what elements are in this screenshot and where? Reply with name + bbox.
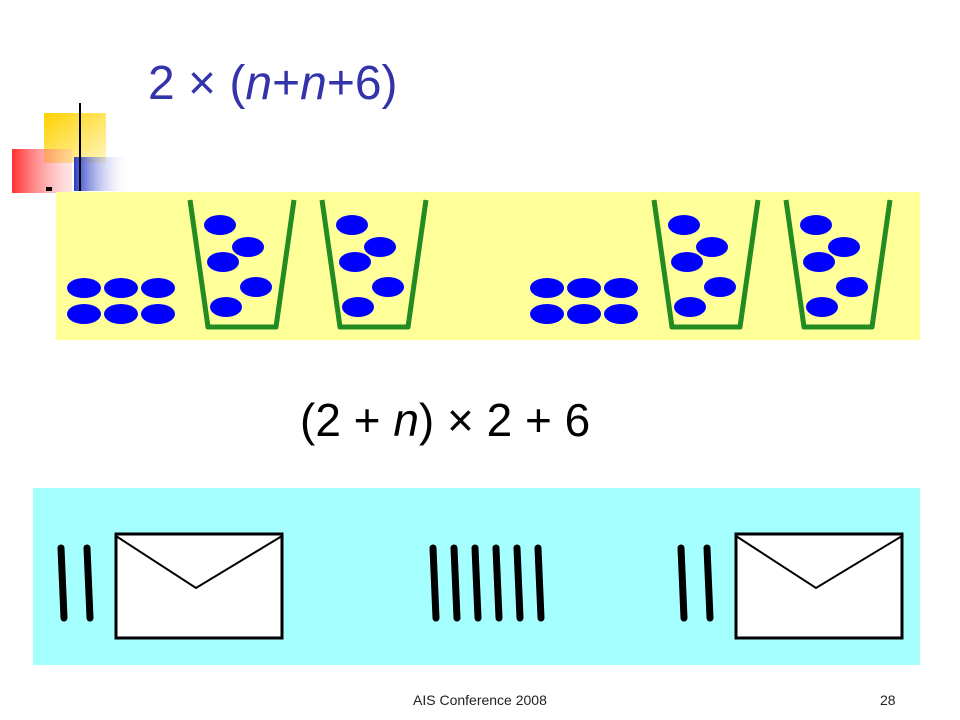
title-suffix: +6) <box>326 57 398 110</box>
corner-decoration-icon <box>12 103 130 193</box>
cup <box>783 199 893 330</box>
sticks-and-envelopes-panel <box>33 488 920 665</box>
chip <box>141 304 175 324</box>
chip <box>806 297 838 317</box>
expression-open: (2 + <box>300 394 394 446</box>
sticks-and-envelopes-illustration <box>57 532 904 640</box>
title-variable-n: n <box>245 57 273 110</box>
chip <box>364 237 396 257</box>
chip <box>704 277 736 297</box>
chip <box>204 215 236 235</box>
chip <box>530 304 564 324</box>
chip <box>342 297 374 317</box>
chip <box>67 278 101 298</box>
chip <box>372 277 404 297</box>
chip <box>668 215 700 235</box>
stick <box>429 544 440 622</box>
chip <box>604 278 638 298</box>
chip <box>567 304 601 324</box>
title-plus: + <box>272 57 301 110</box>
envelope-flap <box>735 535 903 590</box>
chip <box>530 278 564 298</box>
chip <box>240 277 272 297</box>
chip <box>803 252 835 272</box>
envelope-flap <box>115 535 283 590</box>
expression-rest: ) × 2 + 6 <box>418 394 591 446</box>
slide-title: 2 × (n+n+6) <box>148 60 398 108</box>
chip <box>104 278 138 298</box>
chip <box>828 237 860 257</box>
chip <box>671 252 703 272</box>
chip <box>232 237 264 257</box>
chip <box>674 297 706 317</box>
chip <box>800 215 832 235</box>
stick <box>450 544 461 622</box>
footer-page-number: 28 <box>880 692 896 708</box>
chip <box>104 304 138 324</box>
stick <box>492 544 503 622</box>
cup <box>651 199 761 330</box>
stick <box>677 544 688 622</box>
stick <box>703 544 714 622</box>
chip <box>210 297 242 317</box>
chip <box>339 252 371 272</box>
stick <box>513 544 524 622</box>
stick <box>57 544 68 622</box>
chip <box>336 215 368 235</box>
chip <box>696 237 728 257</box>
chip <box>836 277 868 297</box>
expression-variable-n: n <box>393 394 419 446</box>
footer-conference: AIS Conference 2008 <box>413 692 547 708</box>
stick <box>534 544 545 622</box>
cups-and-chips-panel <box>56 192 920 340</box>
cup <box>187 199 297 330</box>
chip <box>604 304 638 324</box>
chip <box>141 278 175 298</box>
stick <box>471 544 482 622</box>
cups-and-chips-illustration <box>67 199 893 330</box>
stick <box>83 544 94 622</box>
chip <box>67 304 101 324</box>
cup <box>319 199 429 330</box>
title-variable-n: n <box>300 57 327 110</box>
equivalent-expression: (2 + n) × 2 + 6 <box>300 397 590 443</box>
chip <box>567 278 601 298</box>
title-prefix: 2 × ( <box>148 57 246 110</box>
chip <box>207 252 239 272</box>
